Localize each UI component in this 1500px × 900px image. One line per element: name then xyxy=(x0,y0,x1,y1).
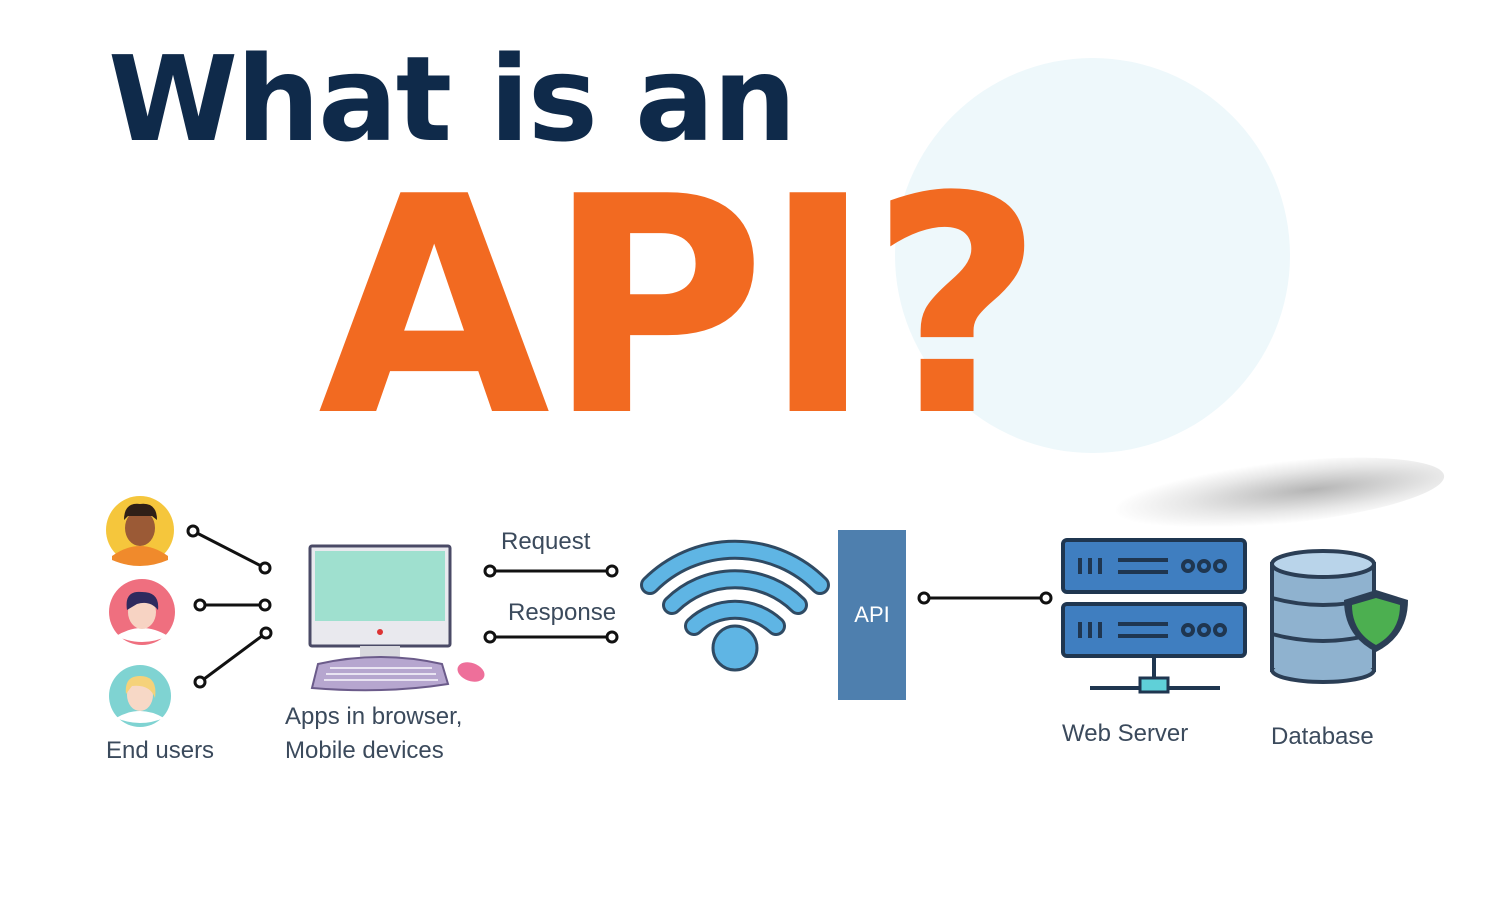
api-question-heading: API? xyxy=(318,133,1044,482)
api-server-connector xyxy=(917,591,1053,605)
computer-icon xyxy=(308,544,485,692)
server-icon xyxy=(1061,538,1247,694)
wifi-icon xyxy=(640,539,830,672)
apps-label-line2: Mobile devices xyxy=(285,737,444,764)
end-users-label: End users xyxy=(106,737,215,764)
background-circle xyxy=(895,58,1290,453)
apps-label-line1: Apps in browser, xyxy=(285,703,463,730)
request-response-lines xyxy=(483,564,619,644)
shield-icon xyxy=(1344,590,1408,652)
response-label: Response xyxy=(508,599,617,626)
web-server-label: Web Server xyxy=(1062,720,1189,747)
api-box: API xyxy=(838,530,906,700)
request-label: Request xyxy=(501,528,591,555)
user-avatar-icon xyxy=(109,665,171,727)
headline: What is an xyxy=(108,30,797,168)
user-avatar-icon xyxy=(106,496,174,566)
database-label: Database xyxy=(1271,723,1374,750)
user-connector-lines xyxy=(186,524,273,689)
user-avatar-icon xyxy=(109,579,175,645)
